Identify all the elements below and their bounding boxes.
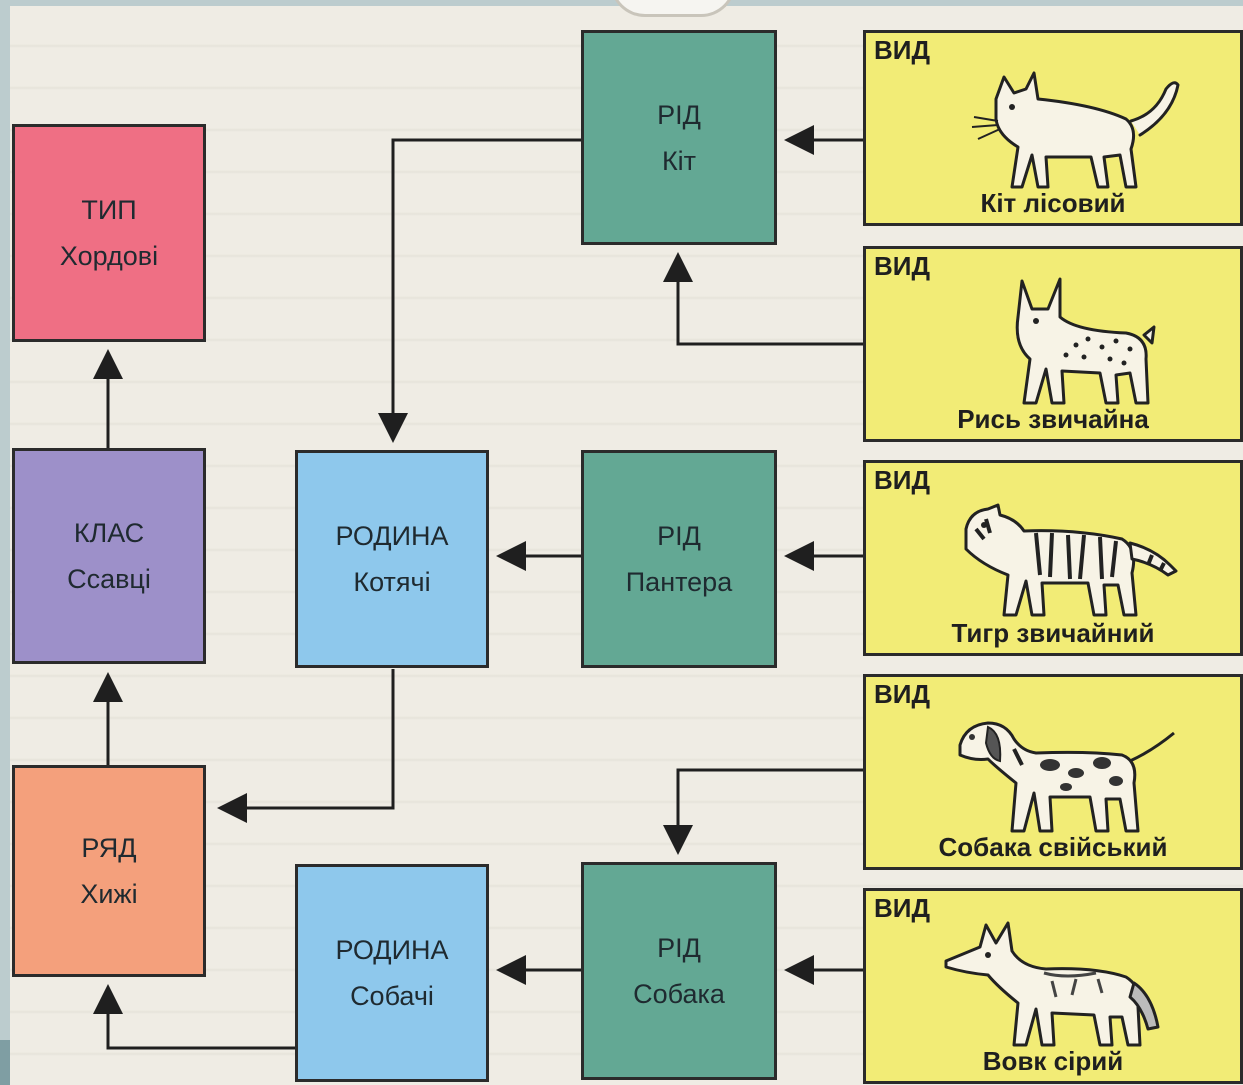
arrow-sobaka-to-rid-sobaka <box>663 768 863 855</box>
vyd-kit-lisovyi: ВИД Кіт лісовий <box>863 30 1243 226</box>
box-name: Ссавці <box>67 564 151 594</box>
box-rank: РОДИНА <box>335 521 449 551</box>
vyd-rank-label: ВИД <box>874 893 930 923</box>
vyd-rank-label: ВИД <box>874 251 930 281</box>
box-rank: РІД <box>657 99 701 130</box>
box-rid-pantera: РІД Пантера <box>581 450 777 668</box>
box-ryad-khyzhi: РЯД Хижі <box>12 765 206 977</box>
vyd-sobaka-sviiskyi: ВИД Собака свійський <box>863 674 1243 870</box>
species-name: Вовк сірий <box>982 1046 1124 1076</box>
species-name: Собака свійський <box>938 832 1168 862</box>
box-rid-kit: РІД Кіт <box>581 30 777 245</box>
box-rank: КЛАС <box>73 518 145 548</box>
box-name: Собачі <box>350 981 434 1011</box>
box-klas-ssavtsi: КЛАС Ссавці <box>12 448 206 664</box>
vyd-rys-zvychaina: ВИД Рись звичайна <box>863 246 1243 442</box>
vyd-rank-label: ВИД <box>874 35 930 65</box>
vyd-rank-label: ВИД <box>874 465 930 495</box>
box-name: Кіт <box>661 145 697 176</box>
vyd-tyhr-zvychainyi: ВИД Тигр звичайний <box>863 460 1243 656</box>
tiger-icon <box>964 503 1178 617</box>
species-name: Кіт лісовий <box>980 188 1126 218</box>
box-rodyna-sobachi: РОДИНА Собачі <box>295 864 489 1082</box>
frame-left <box>0 0 10 1085</box>
dog-icon <box>958 721 1175 833</box>
wild-cat-icon <box>971 71 1180 189</box>
box-name: Хордові <box>59 241 159 271</box>
box-rid-sobaka: РІД Собака <box>581 862 777 1080</box>
box-name: Хижі <box>80 879 138 909</box>
arrow-rodyna-dogs-to-ryad <box>93 984 295 1050</box>
box-name: Котячі <box>353 567 431 597</box>
box-name: Собака <box>633 979 725 1009</box>
species-name: Рись звичайна <box>957 404 1149 434</box>
box-name: Пантера <box>625 567 733 597</box>
box-rank: РІД <box>657 933 701 963</box>
lynx-icon <box>1015 277 1156 405</box>
arrow-rodyna-cats-to-ryad <box>217 669 395 823</box>
arrow-rys-to-rid-kit <box>663 252 863 346</box>
vyd-rank-label: ВИД <box>874 679 930 709</box>
box-rodyna-kotiachi: РОДИНА Котячі <box>295 450 489 668</box>
arrow-rid-kit-to-rodyna-cats <box>378 138 581 443</box>
box-tip-khordovi: ТИП Хордові <box>12 124 206 342</box>
wolf-icon <box>944 921 1160 1047</box>
box-rank: ТИП <box>81 195 137 225</box>
species-name: Тигр звичайний <box>951 618 1155 648</box>
frame-corner <box>0 1040 10 1085</box>
vyd-vovk-siryi: ВИД Вовк сірий <box>863 888 1243 1084</box>
box-rank: РОДИНА <box>335 935 449 965</box>
box-rank: РЯД <box>81 833 137 863</box>
box-rank: РІД <box>657 521 701 551</box>
